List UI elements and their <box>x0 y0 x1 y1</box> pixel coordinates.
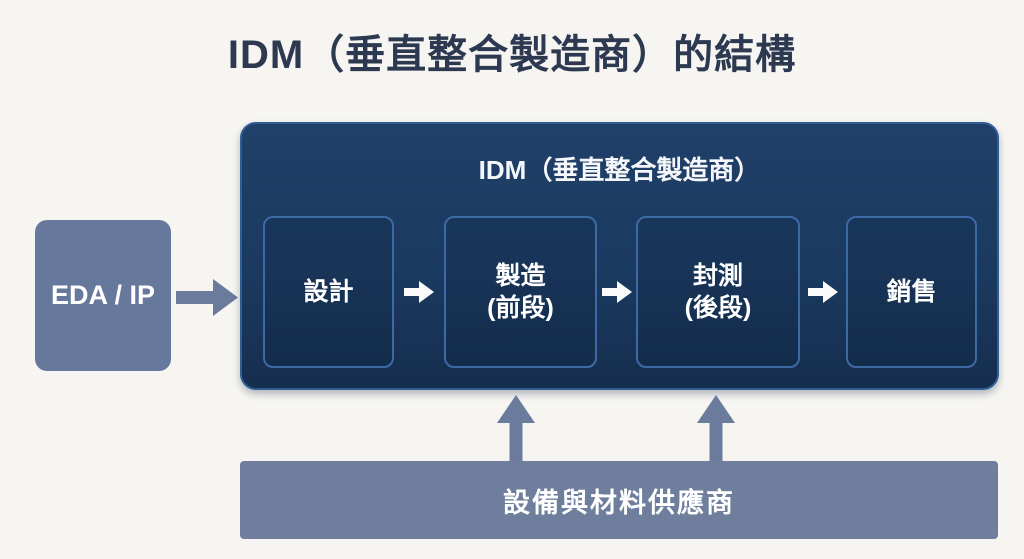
eda-ip-box: EDA / IP <box>35 220 171 371</box>
flow-arrow-icon <box>808 281 838 303</box>
stage-fabrication-label: 製造 <box>495 261 546 290</box>
stage-fabrication-box: 製造 (前段) <box>444 216 597 368</box>
stage-design-label: 設計 <box>303 277 354 306</box>
stage-packaging-test-label: 封測 <box>692 261 743 290</box>
stage-sales-box: 銷售 <box>846 216 977 368</box>
stage-design-box: 設計 <box>263 216 394 368</box>
page-title: IDM（垂直整合製造商）的結構 <box>227 33 797 77</box>
suppliers-label: 設備與材料供應商 <box>503 487 735 518</box>
input-arrow-icon <box>176 279 238 316</box>
supply-arrow-icon <box>697 395 735 461</box>
flow-arrow-icon <box>404 281 434 303</box>
stage-packaging-test-box: 封測 (後段) <box>636 216 800 368</box>
eda-ip-label: EDA / IP <box>50 280 156 310</box>
flow-arrow-icon <box>602 281 632 303</box>
stage-fabrication-sublabel: (前段) <box>487 294 554 322</box>
supply-arrow-icon <box>497 395 535 461</box>
stage-sales-label: 銷售 <box>886 277 937 306</box>
suppliers-bar: 設備與材料供應商 <box>240 461 998 539</box>
idm-container-label: IDM（垂直整合製造商） <box>478 155 761 185</box>
idm-container: IDM（垂直整合製造商） 設計 製造 (前段) 封測 (後段) 銷售 <box>240 122 999 390</box>
stage-packaging-test-sublabel: (後段) <box>684 294 752 322</box>
